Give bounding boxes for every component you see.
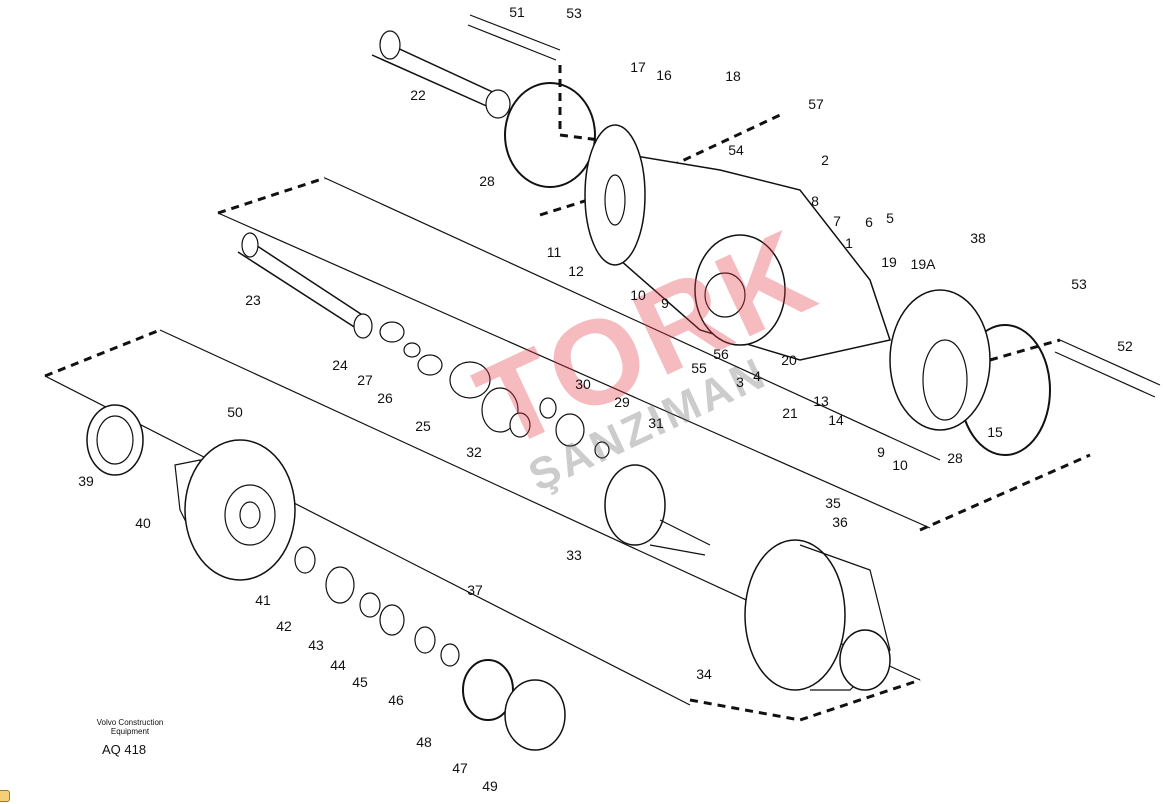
part-callout: 5: [886, 210, 894, 226]
part-callout: 22: [410, 87, 426, 103]
part-callout: 50: [227, 404, 243, 420]
dash-boundary: [217, 176, 326, 215]
part-callout: 30: [575, 376, 591, 392]
note-tag-icon[interactable]: [0, 790, 10, 802]
part-callout: 26: [377, 390, 393, 406]
publisher-caption: Volvo Construction Equipment: [85, 718, 175, 736]
part-callout: 45: [352, 674, 368, 690]
part-callout: 15: [987, 424, 1003, 440]
caption-line1: Volvo Construction: [96, 718, 164, 727]
part-callout: 6: [865, 214, 873, 230]
caption-line2: Equipment: [110, 727, 150, 736]
part-callout: 17: [630, 59, 646, 75]
part-callout: 48: [416, 734, 432, 750]
part-callout: 41: [255, 592, 271, 608]
part-callout: 11: [546, 244, 562, 260]
part-callout: 44: [330, 657, 346, 673]
part-callout: 7: [833, 213, 841, 229]
part-callout: 36: [832, 514, 848, 530]
part-callout: 19: [881, 254, 897, 270]
part-callout: 55: [691, 360, 707, 376]
part-callout: 33: [566, 547, 582, 563]
part-callout: 40: [135, 515, 151, 531]
part-callout: 53: [566, 5, 582, 21]
part-callout: 3: [736, 374, 744, 390]
part-callout: 18: [725, 68, 741, 84]
part-callout: 4: [753, 368, 761, 384]
part-callout: 16: [656, 67, 672, 83]
part-callout: 23: [245, 292, 261, 308]
part-callout: 25: [415, 418, 431, 434]
part-callout: 54: [728, 142, 744, 158]
part-callout: 53: [1071, 276, 1087, 292]
part-callout: 28: [479, 173, 495, 189]
part-callout: 57: [808, 96, 824, 112]
drawing-code: AQ 418: [102, 742, 147, 757]
part-callout: 42: [276, 618, 292, 634]
part-callout: 24: [332, 357, 348, 373]
part-callout: 28: [947, 450, 963, 466]
part-callout: 56: [713, 346, 729, 362]
part-callout: 37: [467, 582, 483, 598]
part-callout: 8: [811, 193, 819, 209]
part-callout: 52: [1117, 338, 1133, 354]
part-callout: 10: [892, 457, 908, 473]
part-callout: 31: [648, 415, 664, 431]
part-callout: 19A: [910, 256, 936, 272]
part-callout: 32: [466, 444, 482, 460]
part-callout: 46: [388, 692, 404, 708]
part-callout: 34: [696, 666, 712, 682]
part-callout: 9: [661, 295, 669, 311]
part-callout: 20: [781, 352, 797, 368]
part-callout: 10: [630, 287, 646, 303]
part-callout: 38: [970, 230, 986, 246]
part-callout: 51: [509, 4, 525, 20]
part-callout: 12: [568, 263, 584, 279]
part-callout: 29: [614, 394, 630, 410]
part-callout: 13: [813, 393, 829, 409]
part-callout: 21: [782, 405, 798, 421]
part-callout: 27: [357, 372, 373, 388]
part-callout: 2: [821, 152, 829, 168]
part-callout: 1: [845, 235, 853, 251]
part-callout: 9: [877, 444, 885, 460]
part-callout: 47: [452, 760, 468, 776]
part-callout: 39: [78, 473, 94, 489]
part-callout: 35: [825, 495, 841, 511]
part-callout: 43: [308, 637, 324, 653]
part-callout: 14: [828, 412, 844, 428]
part-callout: 49: [482, 778, 498, 794]
